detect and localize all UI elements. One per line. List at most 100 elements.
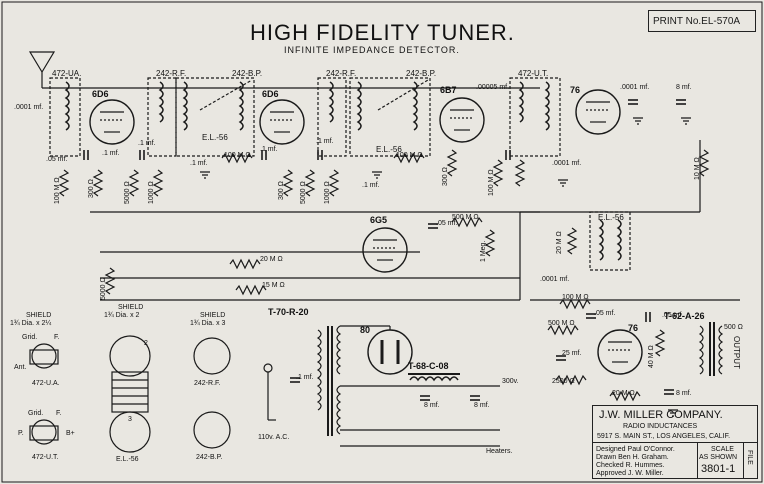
tube-76-2: 76 <box>628 323 639 333</box>
value-r-100k-a: 100 M Ω <box>54 177 61 204</box>
drawing-number: 3801-1 <box>701 463 736 475</box>
value-r-1000-b: 1000 Ω <box>324 181 331 204</box>
drawn-by: Drawn Ben H. Graham. <box>596 454 669 461</box>
antenna-symbol <box>28 51 56 88</box>
resistors <box>58 149 710 357</box>
ground-symbols <box>200 117 691 417</box>
pin-grid-a: Grid. <box>22 334 38 341</box>
value-c-8a: 8 mf. <box>676 84 692 91</box>
coil-242bp-1: 242-B.P. <box>232 69 263 78</box>
tube-6d6-2: 6D6 <box>262 89 279 99</box>
coil-472ut: 472-U.T. <box>518 69 549 78</box>
company-address: 5917 S. MAIN ST., LOS ANGELES, CALIF. <box>597 433 731 440</box>
choke-winding <box>409 376 459 382</box>
value-c-00005: .00005 mf. <box>476 84 510 91</box>
value-c-25: 25 mf. <box>562 350 582 357</box>
el56-label-1: E.L.-56 <box>202 133 228 142</box>
tube-6d6-1: 6D6 <box>92 89 109 99</box>
print-number: PRINT No.EL-570A <box>653 16 741 27</box>
value-r-100k-d: 100 M Ω <box>488 169 495 196</box>
value-c-1g: .1 mf. <box>296 374 314 381</box>
value-r-300-a: 300 Ω <box>88 179 95 198</box>
coil-windings <box>64 81 622 261</box>
value-c-05a: .05 mf. <box>46 156 68 163</box>
value-r-20k-b: 20 M Ω <box>556 231 563 254</box>
coil-box-bp-1 <box>175 77 255 157</box>
value-c-0001c: .0001 mf. <box>620 84 650 91</box>
capacitors <box>83 99 686 401</box>
el56-label-2: E.L.-56 <box>376 145 402 154</box>
shield-2-title: SHIELD <box>118 304 144 311</box>
shield-1-size: 1¾ Dia. x 2¼ <box>10 320 52 327</box>
value-c-05c: .05 mf. <box>594 310 616 317</box>
scale-label: SCALE <box>711 446 734 453</box>
shield-3-title: SHIELD <box>200 312 226 319</box>
output-impedance: 500 Ω <box>724 324 743 331</box>
value-r-100k-b: 100 M Ω <box>224 152 251 159</box>
output-label: OUTPUT <box>732 336 741 369</box>
value-c-05b: .05 mf. <box>436 220 458 227</box>
pin-f-a: F. <box>54 334 60 341</box>
pin-grid-b: Grid. <box>28 410 44 417</box>
coil-box-el56-3 <box>589 211 631 271</box>
detail-el56: E.L.-56 <box>116 456 139 463</box>
coil-box-472ut <box>509 77 561 157</box>
pin-f-b: F. <box>56 410 62 417</box>
coil-242rf-2: 242-R.F. <box>326 69 357 78</box>
pin-b-plus: B+ <box>66 430 75 437</box>
value-r-300-b: 300 Ω <box>278 181 285 200</box>
tube-6g5: 6G5 <box>370 215 388 225</box>
power-transformer-label: T-70-R-20 <box>268 307 309 317</box>
coil-242bp-2: 242-B.P. <box>406 69 437 78</box>
coil-box-472ua <box>49 77 81 157</box>
value-r-5000-c: 5000 Ω <box>100 277 107 300</box>
coil-472ua: 472-UA. <box>52 69 82 78</box>
value-r-40k: 40 M Ω <box>648 345 655 368</box>
detail-242rf: 242-R.F. <box>194 380 221 387</box>
shield-2-size: 1¾ Dia. x 2 <box>104 312 140 319</box>
value-c-1e: .1 mf. <box>316 138 334 145</box>
shield-1-title: SHIELD <box>26 312 52 319</box>
gang-link <box>199 79 429 111</box>
tube-elements <box>100 101 632 364</box>
designed-by: Designed Paul O'Connor. <box>596 446 675 453</box>
output-transformer-label: T-62-A-26 <box>664 311 705 321</box>
value-c-0001a: .0001 mf. <box>14 104 44 111</box>
value-r-10k: 10 M Ω <box>694 157 701 180</box>
tube-76-1: 76 <box>570 85 581 95</box>
coil-box-bp-2 <box>349 77 431 157</box>
detail-drawings <box>29 335 231 453</box>
scale-value: AS SHOWN <box>699 454 738 461</box>
heaters-label: Heaters. <box>486 448 513 455</box>
detail-242bp: 242-B.P. <box>196 454 223 461</box>
pin-p: P. <box>18 430 24 437</box>
value-r-20k-c: 20 M Ω <box>612 390 635 397</box>
print-number-box: PRINT No.EL-570A <box>648 10 756 32</box>
value-r-1meg: 1 Meg. <box>480 240 487 262</box>
checked-by: Checked R. Hummes. <box>596 462 665 469</box>
value-c-8b: 8 mf. <box>424 402 440 409</box>
lamp-symbol <box>263 363 273 373</box>
value-c-0001d: .0001 mf. <box>540 276 570 283</box>
value-r-1000-a: 1000 Ω <box>148 181 155 204</box>
output-transformer <box>698 322 724 376</box>
value-r-20k-a: 20 M Ω <box>260 256 283 263</box>
pin-ant: Ant. <box>14 364 27 371</box>
company-name: J.W. MILLER COMPANY. <box>599 409 723 421</box>
page-title: HIGH FIDELITY TUNER. <box>250 20 515 45</box>
company-line2: RADIO INDUCTANCES <box>623 423 698 430</box>
value-r-500k-b: 500 M Ω <box>548 320 575 327</box>
el56-label-3: E.L.-56 <box>598 213 624 222</box>
value-r-100k-c: 100 M Ω <box>396 152 423 159</box>
value-c-0001b: .0001 mf. <box>552 160 582 167</box>
detail-472ut: 472-U.T. <box>32 454 59 461</box>
value-c-1b: .1 mf. <box>138 140 156 147</box>
coil-242rf-1: 242-R.F. <box>156 69 187 78</box>
horizontal-resistors <box>221 152 641 402</box>
coil-box-242rf-2 <box>317 77 347 157</box>
detail-pin-3: 3 <box>128 416 132 423</box>
value-r-2500: 2500 Ω <box>552 378 575 385</box>
